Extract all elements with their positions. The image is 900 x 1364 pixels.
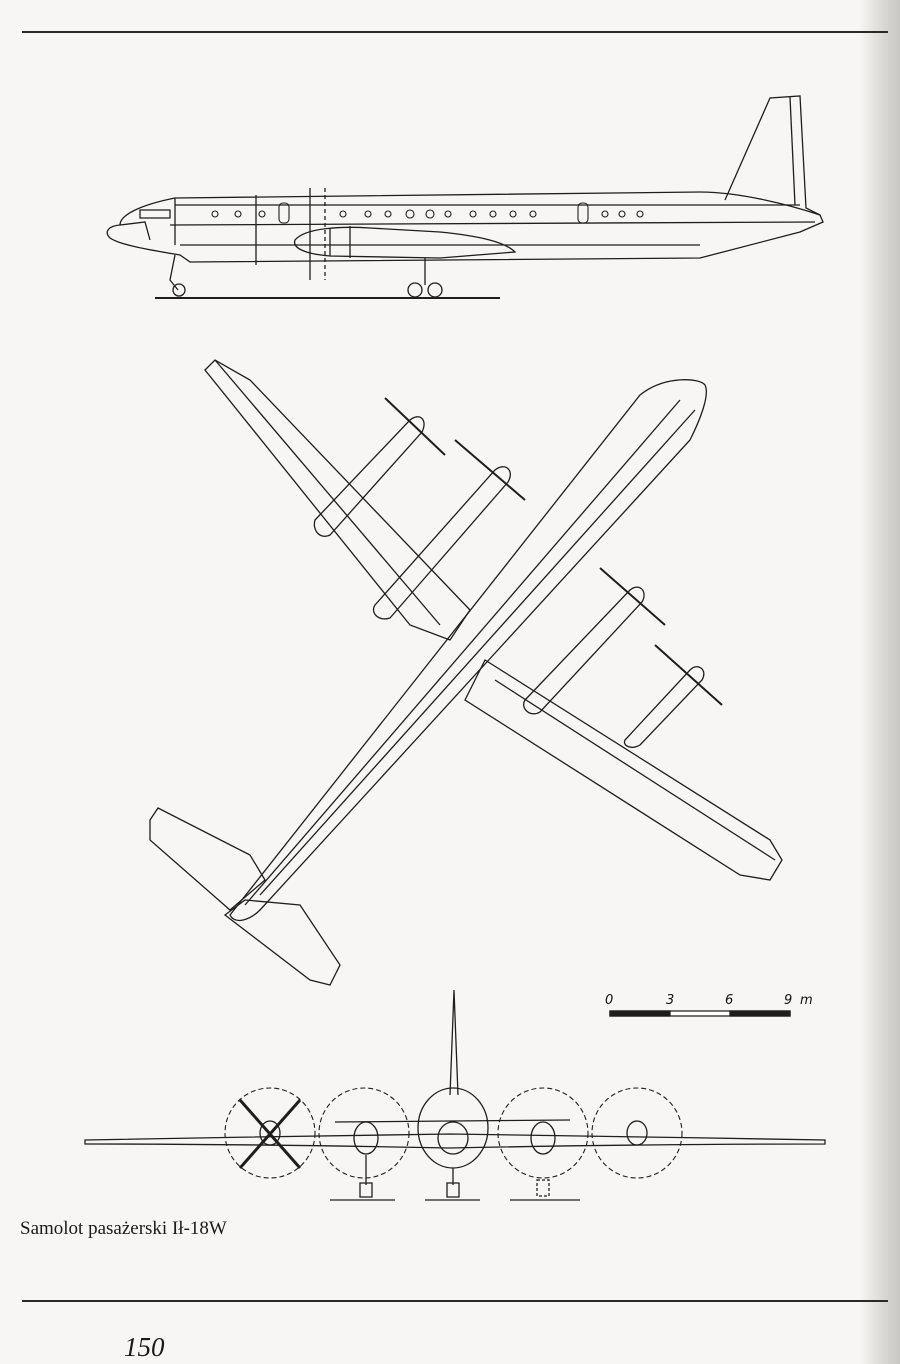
svg-text:m: m — [800, 993, 813, 1008]
scale-bar: 0 3 6 9 m — [605, 993, 813, 1016]
svg-text:0: 0 — [605, 993, 613, 1008]
page-edge-shadow — [860, 0, 900, 1364]
footer-rule — [22, 1300, 888, 1302]
figure-caption: Samolot pasażerski Ił-18W — [20, 1218, 227, 1239]
side-view — [107, 96, 823, 298]
svg-text:9: 9 — [784, 993, 792, 1008]
svg-text:3: 3 — [666, 993, 674, 1008]
page-number: 150 — [124, 1332, 165, 1362]
svg-text:6: 6 — [725, 993, 733, 1008]
header-rule — [22, 31, 888, 33]
top-view — [150, 360, 782, 985]
front-view — [85, 990, 825, 1200]
